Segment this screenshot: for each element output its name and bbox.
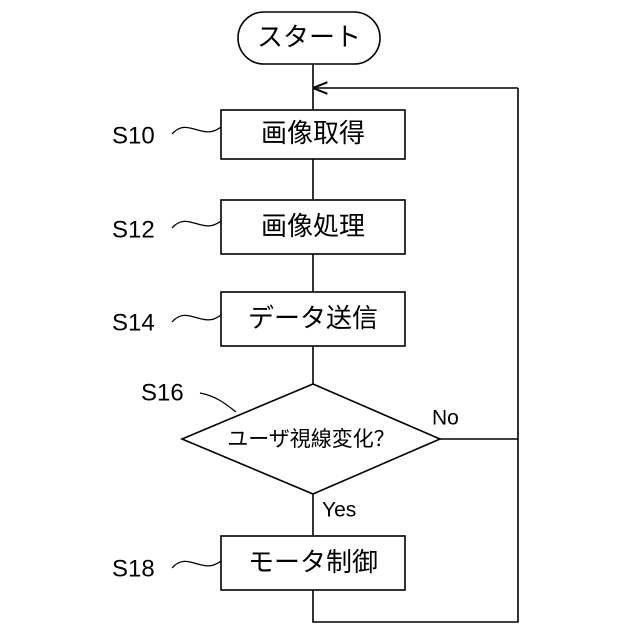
step-s10-label: 画像取得 bbox=[261, 119, 365, 149]
decision-no-label: No bbox=[432, 407, 459, 430]
decision-yes-label: Yes bbox=[322, 499, 356, 522]
decision-s16-id: S16 bbox=[141, 380, 184, 407]
step-s10: 画像取得 S10 bbox=[112, 110, 405, 159]
step-s12: 画像処理 S12 bbox=[112, 200, 405, 254]
step-s18: モータ制御 S18 bbox=[112, 536, 405, 590]
step-s14-leader bbox=[172, 315, 221, 322]
step-s10-leader bbox=[172, 127, 221, 134]
step-s10-id: S10 bbox=[112, 123, 155, 150]
decision-s16-leader bbox=[200, 393, 236, 412]
step-s14-id: S14 bbox=[112, 310, 155, 337]
decision-s16-label: ユーザ視線変化？ bbox=[227, 427, 395, 451]
step-s12-label: 画像処理 bbox=[261, 212, 365, 242]
step-s18-label: モータ制御 bbox=[248, 548, 378, 578]
step-s18-leader bbox=[172, 561, 221, 568]
start-terminal: スタート bbox=[238, 12, 380, 64]
step-s18-id: S18 bbox=[112, 556, 155, 583]
step-s12-id: S12 bbox=[112, 217, 155, 244]
step-s14-label: データ送信 bbox=[248, 304, 378, 334]
step-s14: データ送信 S14 bbox=[112, 292, 405, 346]
decision-s16: ユーザ視線変化？ S16 No Yes bbox=[141, 380, 459, 522]
start-label: スタート bbox=[257, 23, 361, 53]
step-s12-leader bbox=[172, 221, 221, 228]
